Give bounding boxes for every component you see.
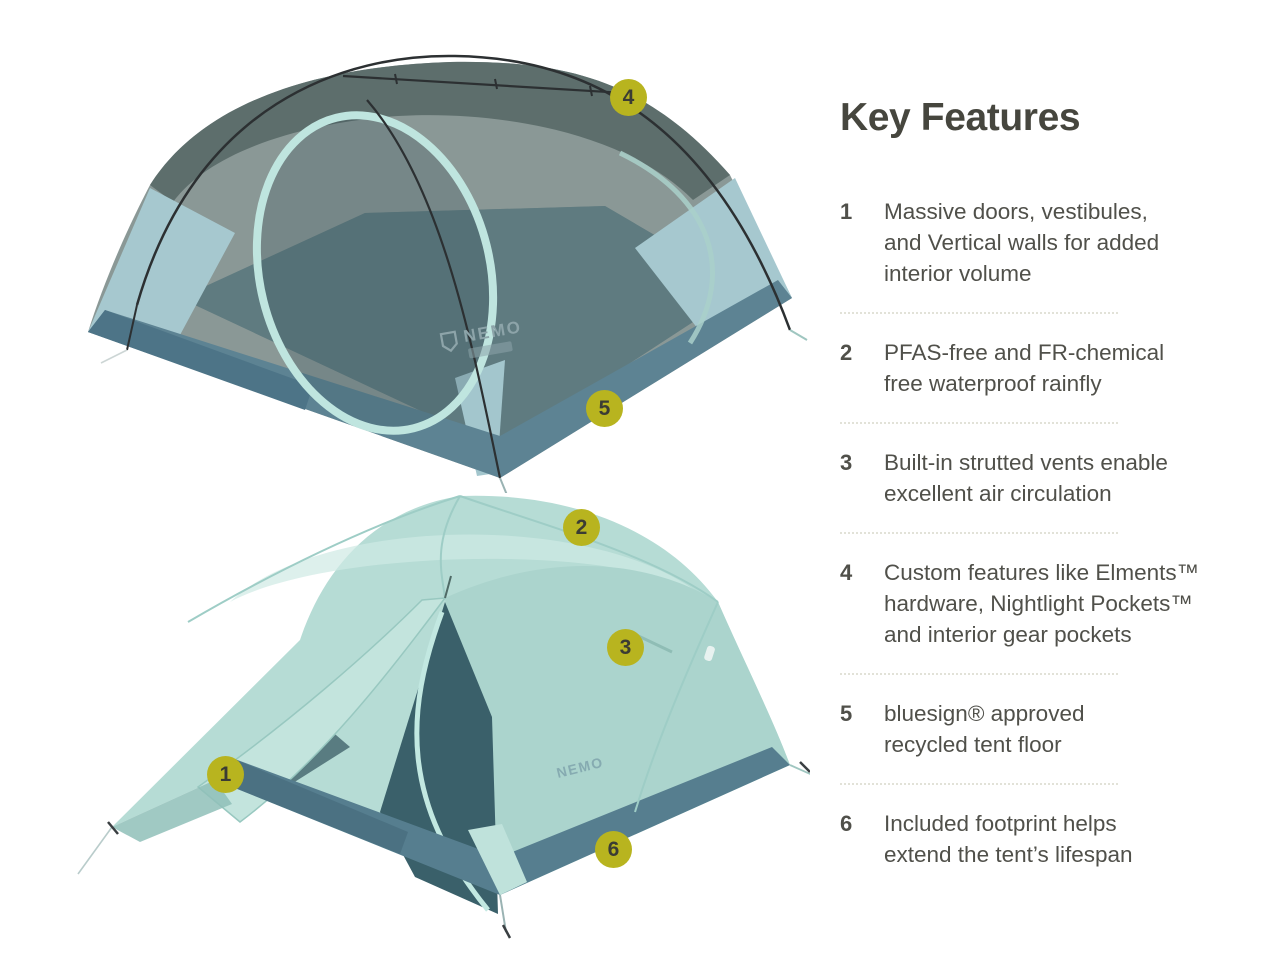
key-features-panel: Key Features 1 Massive doors, vestibules… [840,96,1240,870]
separator [840,312,1118,314]
separator [840,783,1118,785]
separator [840,673,1118,675]
feature-text: Custom features like Elments™ hardware, … [884,557,1199,650]
awning-stake [107,821,119,835]
callout-badge-2: 2 [563,509,600,546]
brand-model-tag [468,341,513,359]
awning-guyline [77,826,113,875]
feature-number: 5 [840,701,853,726]
mesh-veil [180,206,745,448]
separator [840,422,1118,424]
page-title: Key Features [840,96,1081,139]
feature-line: PFAS-free and FR-chemical [884,340,1165,365]
feature-line: and interior gear pockets [884,622,1132,647]
feature-text: Built-in strutted vents enable excellent… [884,447,1168,509]
left-guyline [100,349,128,364]
corner-panel-left [88,188,235,348]
callout-badge-3: 3 [607,629,644,666]
feature-text: PFAS-free and FR-chemical free waterproo… [884,337,1164,399]
feature-number: 6 [840,811,853,836]
front-stake-tie [499,477,508,493]
feature-text: Massive doors, vestibules, and Vertical … [884,196,1159,289]
front-stake [501,924,512,939]
front-pole-arc [366,99,502,479]
callout-badge-1: 1 [207,756,244,793]
feature-line: interior volume [884,261,1032,286]
tent-illustration-inner-body: NEMO [45,48,825,493]
door-flap-left [196,597,447,823]
feature-number: 4 [840,560,853,585]
front-guy-strap [499,894,507,933]
feature-item-2: 2 PFAS-free and FR-chemical free waterpr… [840,337,1240,399]
brand-shield-icon [439,330,458,353]
feature-line: bluesign® approved [884,701,1085,726]
door-peak-tie [444,575,452,599]
feature-item-4: 4 Custom features like Elments™ hardware… [840,557,1240,650]
feature-line: and Vertical walls for added [884,230,1160,255]
feature-line: hardware, Nightlight Pockets™ [884,591,1193,616]
right-guyline [789,764,810,775]
feature-number: 1 [840,199,853,224]
tent-floor-shadow [88,310,313,410]
feature-line: excellent air circulation [884,481,1112,506]
separator [840,532,1118,534]
tent-floor-shadow [215,758,408,854]
feature-line: Included footprint helps [884,811,1117,836]
far-door-outline [618,150,715,345]
pole-clips [394,73,593,97]
awning-underside [112,780,232,842]
feature-line: Massive doors, vestibules, [884,199,1148,224]
feature-number: 2 [840,340,853,365]
feature-text: bluesign® approved recycled tent floor [884,698,1084,760]
feature-line: free waterproof rainfly [884,371,1102,396]
interior-floor [180,206,745,448]
callout-badge-6: 6 [595,831,632,868]
fly-seams [187,495,719,813]
door-flap-front [468,824,527,895]
right-stake-tie [789,329,808,341]
rainfly-right-panel [445,566,790,895]
feature-line: extend the tent’s lifespan [884,842,1133,867]
inner-tent-drawing: NEMO [88,54,808,493]
feature-line: Built-in strutted vents enable [884,450,1168,475]
feature-item-3: 3 Built-in strutted vents enable excelle… [840,447,1240,509]
feature-item-1: 1 Massive doors, vestibules, and Vertica… [840,196,1240,289]
tent-illustration-rainfly: NEMO [70,482,810,952]
mesh-roof [150,61,730,203]
zipper-pull-tag [704,645,715,662]
left-pole-foot [126,304,138,351]
feature-item-6: 6 Included footprint helps extend the te… [840,808,1240,870]
rainfly-highlight [230,534,700,602]
main-pole-arc [135,54,792,331]
feature-line: recycled tent floor [884,732,1062,757]
feature-item-5: 5 bluesign® approved recycled tent floor [840,698,1240,760]
callout-badge-4: 4 [610,79,647,116]
callout-badge-5: 5 [586,390,623,427]
feature-text: Included footprint helps extend the tent… [884,808,1133,870]
right-stake [799,761,810,773]
rainfly-tent-drawing: NEMO [77,495,810,939]
feature-number: 3 [840,450,853,475]
feature-line: Custom features like Elments™ [884,560,1200,585]
door-zipper-outline [252,111,498,435]
